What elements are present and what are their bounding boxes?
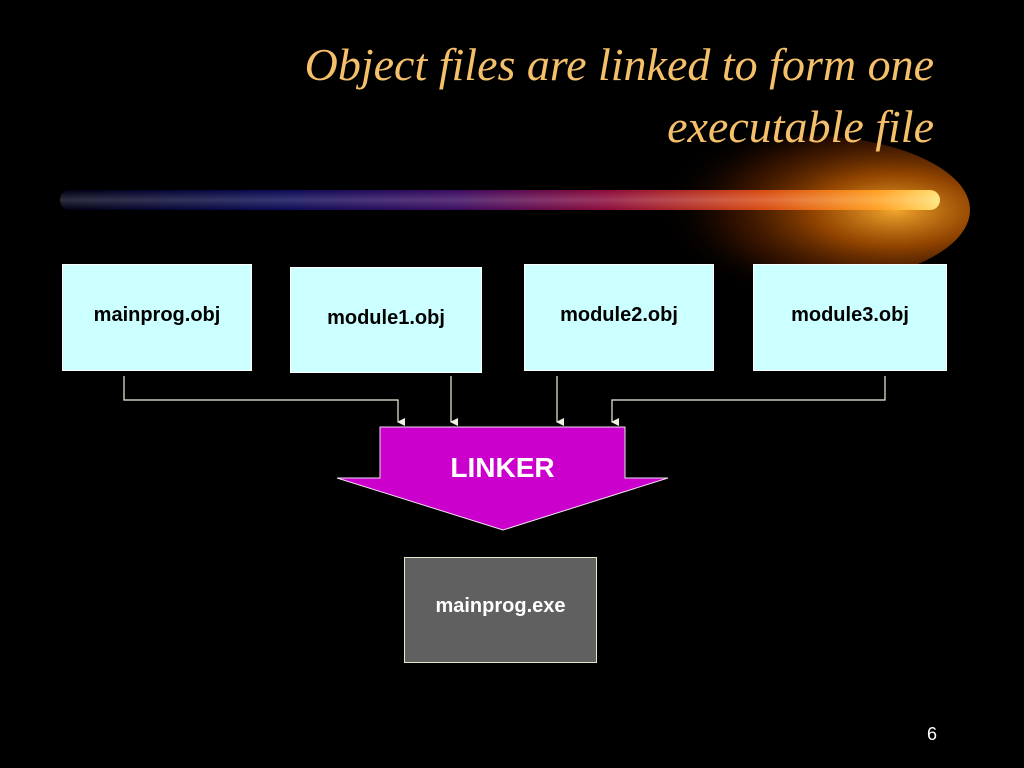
page-number: 6 xyxy=(926,724,937,744)
connector-module3 xyxy=(611,376,886,426)
title-line-1: Object files are linked to form one xyxy=(304,39,934,90)
output-executable: mainprog.exe xyxy=(404,557,597,663)
object-file-module3: module3.obj xyxy=(753,264,947,371)
output-file-label: mainprog.exe xyxy=(435,594,566,617)
object-file-label: module1.obj xyxy=(327,306,445,329)
title-line-2: executable file xyxy=(667,101,934,152)
linker-label: LINKER xyxy=(450,452,555,483)
linker-arrow xyxy=(336,426,669,531)
connector-mainprog xyxy=(123,376,405,426)
object-file-module2: module2.obj xyxy=(524,264,714,371)
slide-title: Object files are linked to form one exec… xyxy=(54,34,934,158)
object-file-label: module3.obj xyxy=(791,304,909,326)
object-file-mainprog: mainprog.obj xyxy=(62,264,252,371)
object-file-label: mainprog.obj xyxy=(93,304,221,326)
object-file-label: module2.obj xyxy=(560,304,678,326)
object-file-module1: module1.obj xyxy=(290,267,482,373)
